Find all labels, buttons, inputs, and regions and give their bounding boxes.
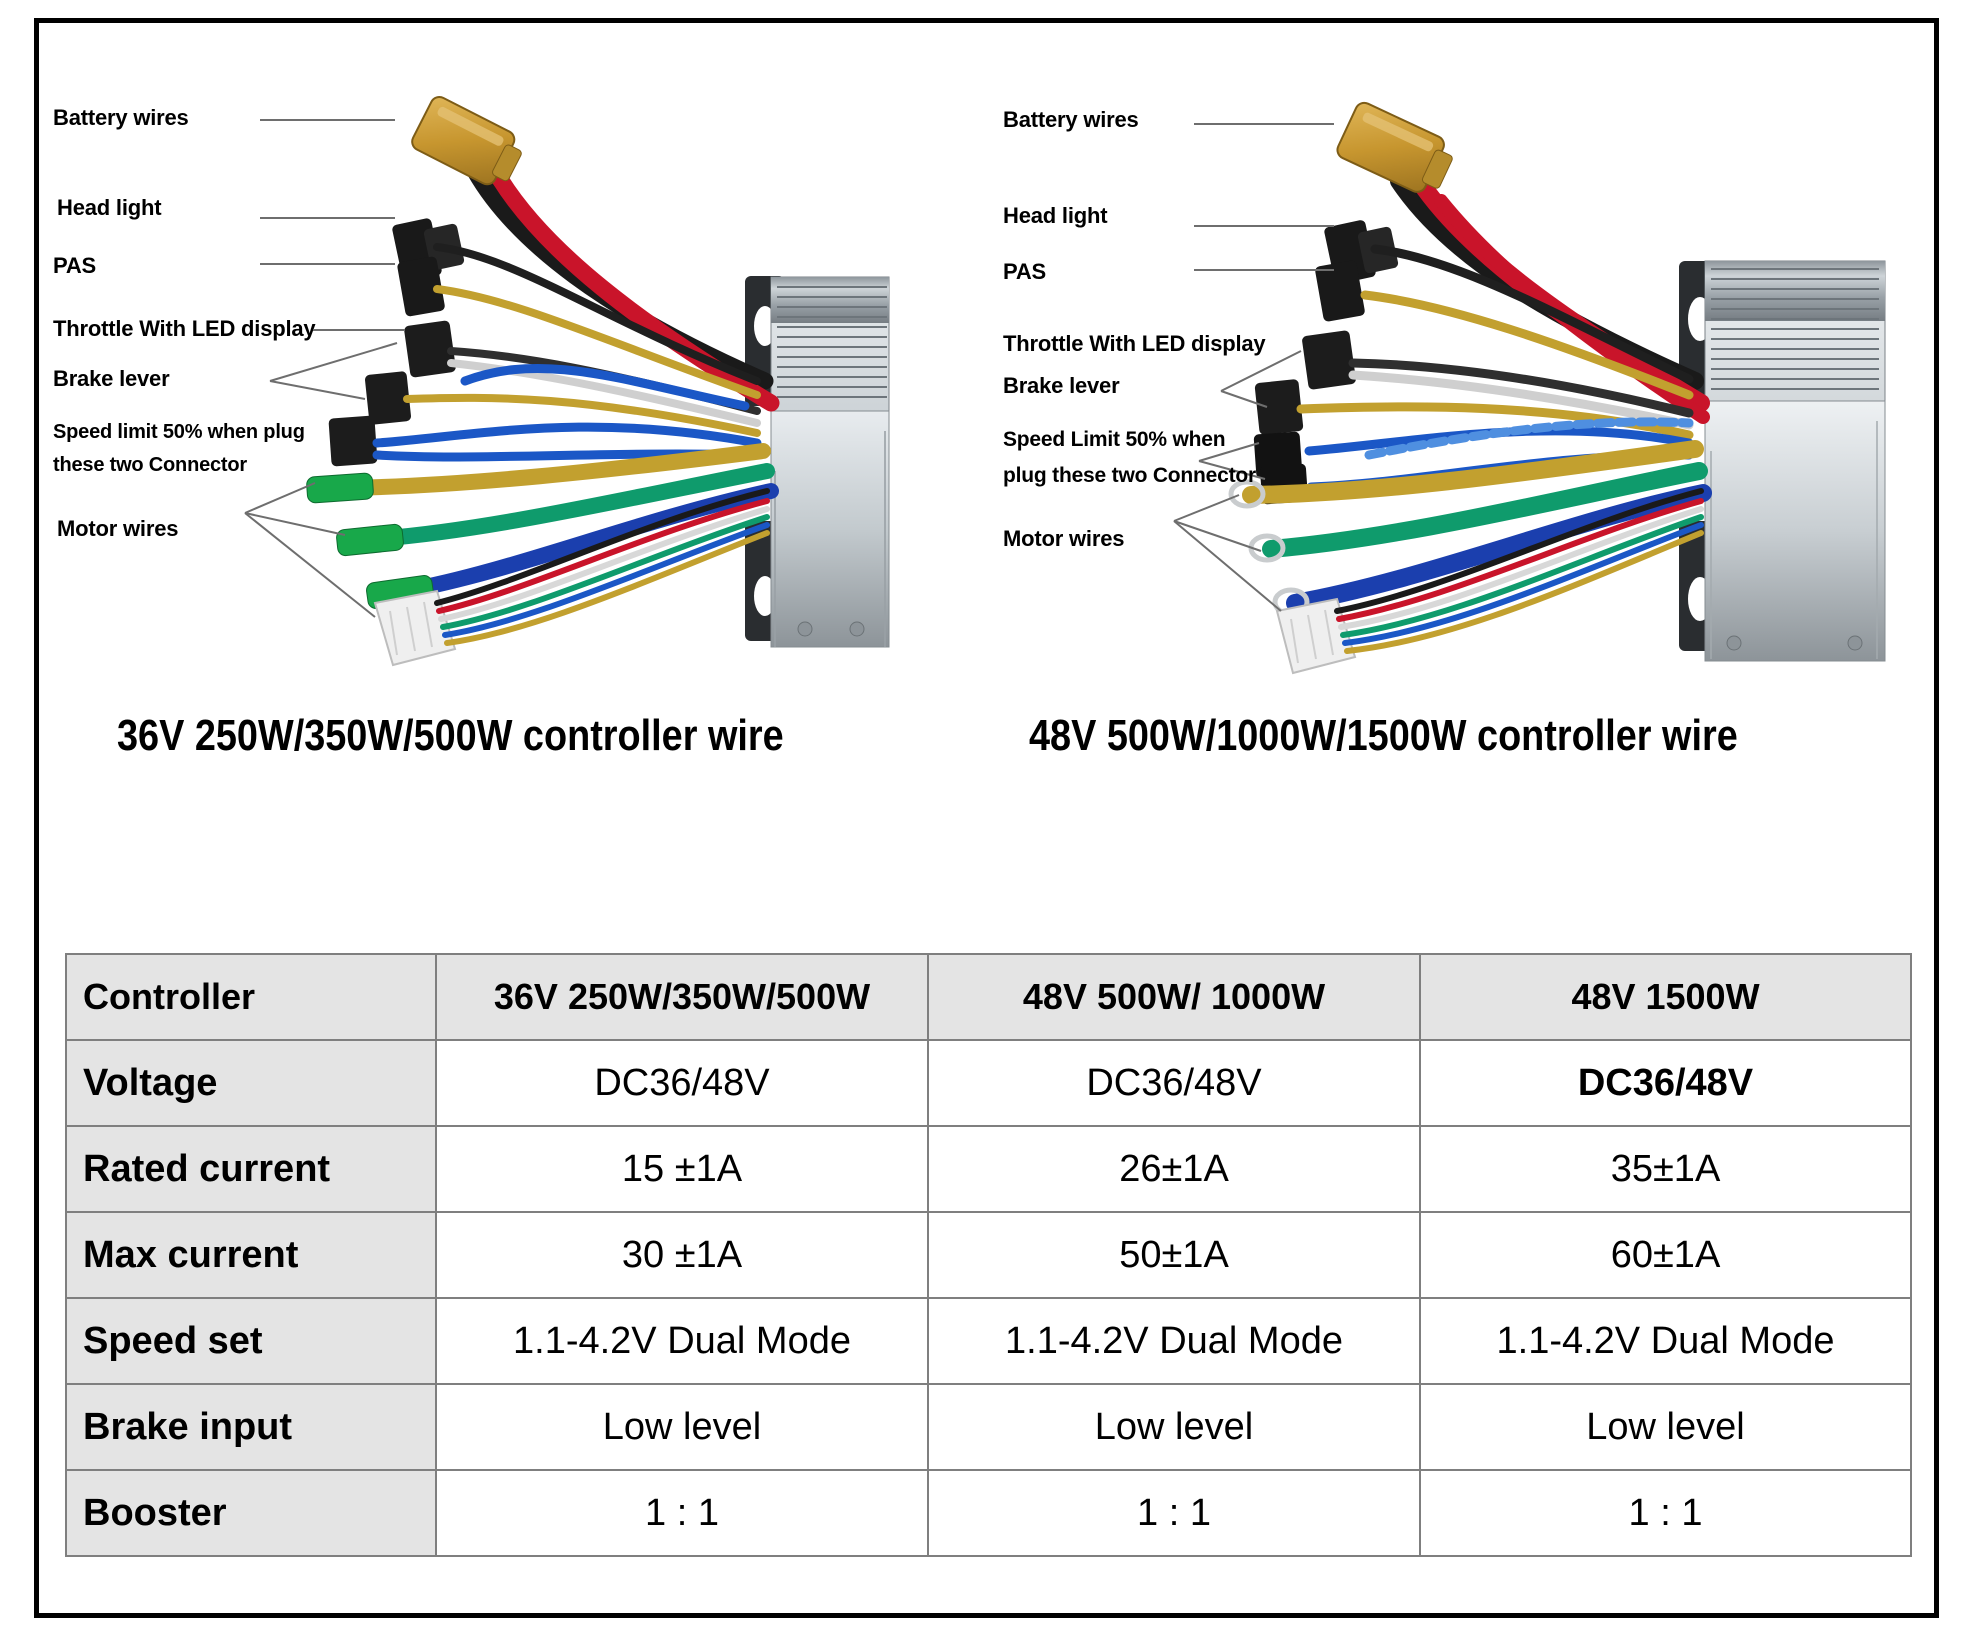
cell-brake-input-36v: Low level — [435, 1383, 929, 1471]
row-label-speed-set: Speed set — [65, 1297, 437, 1385]
leader-head-light — [260, 217, 395, 219]
page-border: Battery wires Head light PAS Throttle Wi… — [34, 18, 1939, 1618]
label-throttle-led-display: Throttle With LED display — [1003, 331, 1266, 356]
label-speed-limit-line1: Speed Limit 50% when — [1003, 428, 1226, 451]
cell-max-current-48v-1500: 60±1A — [1419, 1211, 1912, 1299]
label-speed-limit-line2: these two Connector — [53, 454, 247, 476]
xt60-connector — [1336, 101, 1453, 193]
cell-voltage-48v-1500: DC36/48V — [1419, 1039, 1912, 1127]
leader-pas — [260, 263, 395, 265]
header-controller: Controller — [65, 953, 437, 1041]
label-pas: PAS — [1003, 259, 1047, 284]
connector-block-throttle — [404, 320, 456, 378]
cell-brake-input-48v-500-1000: Low level — [927, 1383, 1421, 1471]
cell-brake-input-48v-1500: Low level — [1419, 1383, 1912, 1471]
connector-block-pas — [397, 256, 445, 317]
label-motor-wires: Motor wires — [57, 516, 179, 541]
label-pas: PAS — [53, 253, 97, 278]
leader-fan — [1173, 350, 1302, 612]
caption-controller-36v: 36V 250W/350W/500W controller wire — [117, 711, 784, 760]
caption-controller-48v: 48V 500W/1000W/1500W controller wire — [1029, 711, 1738, 760]
table-header-row: Controller 36V 250W/350W/500W 48V 500W/ … — [65, 953, 1912, 1041]
table-row: Voltage DC36/48V DC36/48V DC36/48V — [65, 1039, 1912, 1127]
leader-head-light — [1194, 225, 1334, 227]
spec-table: Controller 36V 250W/350W/500W 48V 500W/ … — [65, 953, 1912, 1557]
leader-battery-wires — [1194, 123, 1334, 125]
table-row: Speed set 1.1-4.2V Dual Mode 1.1-4.2V Du… — [65, 1297, 1912, 1385]
row-label-brake-input: Brake input — [65, 1383, 437, 1471]
connector-block-brake — [1254, 379, 1304, 435]
cell-rated-current-48v-1500: 35±1A — [1419, 1125, 1912, 1213]
label-brake-lever: Brake lever — [1003, 373, 1120, 398]
connector-block-pas — [1315, 260, 1365, 322]
cell-voltage-36v: DC36/48V — [435, 1039, 929, 1127]
cell-booster-48v-1500: 1 : 1 — [1419, 1469, 1912, 1557]
table-row: Booster 1 : 1 1 : 1 1 : 1 — [65, 1469, 1912, 1557]
hall-sensor-connector — [373, 589, 457, 667]
row-label-booster: Booster — [65, 1469, 437, 1557]
label-brake-lever: Brake lever — [53, 366, 170, 391]
label-speed-limit-line1: Speed limit 50% when plug — [53, 421, 305, 443]
hall-sensor-connector — [1275, 597, 1357, 675]
cell-booster-48v-500-1000: 1 : 1 — [927, 1469, 1421, 1557]
leader-battery-wires — [260, 119, 395, 121]
table-row: Brake input Low level Low level Low leve… — [65, 1383, 1912, 1471]
diagram-controller-36v: Battery wires Head light PAS Throttle Wi… — [45, 51, 985, 841]
table-row: Rated current 15 ±1A 26±1A 35±1A — [65, 1125, 1912, 1213]
controller-photo-48v — [989, 51, 1929, 691]
label-motor-wires: Motor wires — [1003, 526, 1125, 551]
cell-max-current-36v: 30 ±1A — [435, 1211, 929, 1299]
row-label-voltage: Voltage — [65, 1039, 437, 1127]
cell-speed-set-48v-1500: 1.1-4.2V Dual Mode — [1419, 1297, 1912, 1385]
controller-photo-36v — [45, 51, 985, 691]
cell-rated-current-36v: 15 ±1A — [435, 1125, 929, 1213]
leader-throttle — [313, 329, 405, 331]
cell-booster-36v: 1 : 1 — [435, 1469, 929, 1557]
controller-housing — [1679, 260, 1886, 662]
cell-voltage-48v-500-1000: DC36/48V — [927, 1039, 1421, 1127]
green-bullet-connectors — [306, 472, 434, 609]
cell-speed-set-48v-500-1000: 1.1-4.2V Dual Mode — [927, 1297, 1421, 1385]
leader-fan — [244, 342, 398, 618]
label-throttle-led-display: Throttle With LED display — [53, 316, 316, 341]
cell-rated-current-48v-500-1000: 26±1A — [927, 1125, 1421, 1213]
connector-block-brake — [364, 371, 412, 425]
label-battery-wires: Battery wires — [53, 105, 189, 130]
table-row: Max current 30 ±1A 50±1A 60±1A — [65, 1211, 1912, 1299]
label-battery-wires: Battery wires — [1003, 107, 1139, 132]
header-col-36v: 36V 250W/350W/500W — [435, 953, 929, 1041]
diagram-controller-48v: Battery wires Head light PAS Throttle Wi… — [989, 51, 1929, 841]
cell-max-current-48v-500-1000: 50±1A — [927, 1211, 1421, 1299]
leader-pas — [1194, 269, 1334, 271]
row-label-max-current: Max current — [65, 1211, 437, 1299]
controller-housing — [745, 276, 890, 648]
cell-speed-set-36v: 1.1-4.2V Dual Mode — [435, 1297, 929, 1385]
connector-block-throttle — [1302, 330, 1356, 390]
spec-table-wrap: Controller 36V 250W/350W/500W 48V 500W/ … — [65, 953, 1912, 1557]
row-label-rated-current: Rated current — [65, 1125, 437, 1213]
header-col-48v-500-1000: 48V 500W/ 1000W — [927, 953, 1421, 1041]
label-head-light: Head light — [1003, 203, 1108, 228]
label-head-light: Head light — [57, 195, 162, 220]
header-col-48v-1500: 48V 1500W — [1419, 953, 1912, 1041]
xt60-connector — [411, 96, 522, 186]
label-speed-limit-line2: plug these two Connector — [1003, 464, 1257, 487]
connector-block-speedlimit — [328, 415, 378, 467]
